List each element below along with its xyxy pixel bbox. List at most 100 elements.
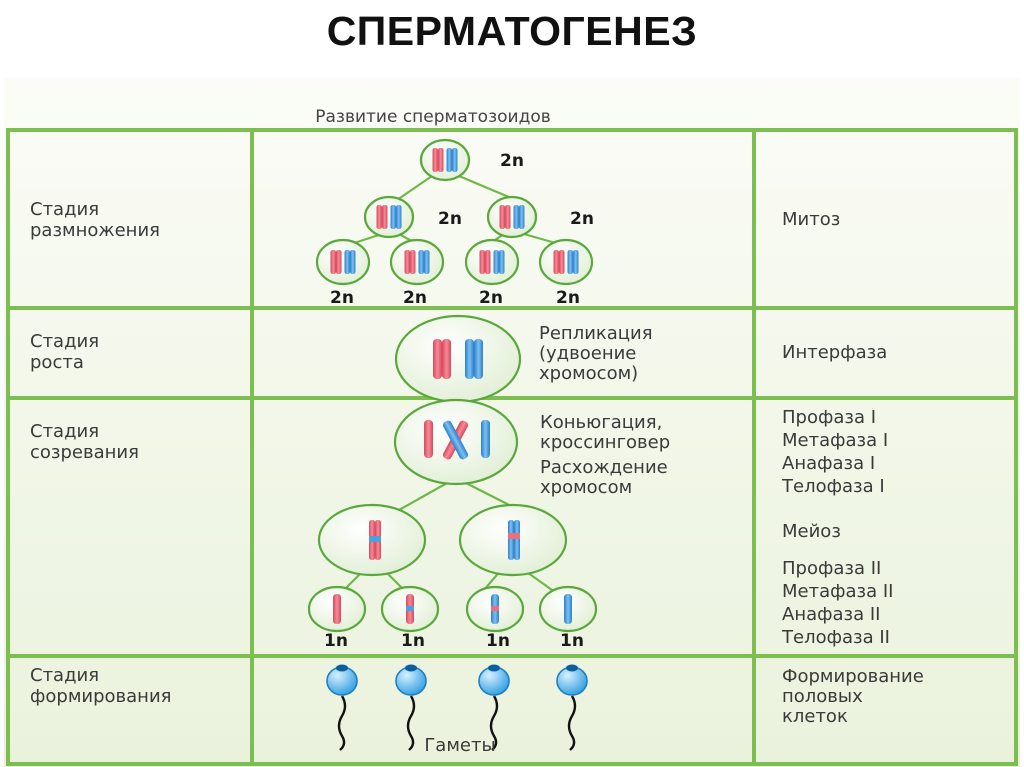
cell-spermatid-3-band bbox=[491, 606, 499, 611]
svg-text:2n: 2n bbox=[500, 151, 524, 171]
svg-text:1n: 1n bbox=[401, 631, 425, 651]
svg-text:2n: 2n bbox=[438, 209, 462, 229]
svg-text:Телофаза II: Телофаза II bbox=[781, 627, 890, 648]
svg-text:Стадия: Стадия bbox=[30, 331, 99, 352]
cell-gonium-4-chrom-red-b bbox=[559, 250, 565, 274]
cell-spermatogonium-chrom-red-a bbox=[432, 148, 438, 172]
gamete-sperm-3-acrosome bbox=[488, 664, 500, 672]
svg-text:клеток: клеток bbox=[782, 706, 848, 727]
svg-text:Профаза II: Профаза II bbox=[782, 558, 881, 579]
cell-mitosis-right-chrom-red-b bbox=[505, 205, 511, 229]
gamete-sperm-1-tail bbox=[337, 695, 347, 751]
svg-text:размножения: размножения bbox=[30, 220, 160, 241]
diagram-panel: Развитие сперматозоидов Стадия размножен… bbox=[4, 78, 1020, 767]
cell-secondary-right-crossover bbox=[508, 533, 520, 539]
svg-text:созревания: созревания bbox=[30, 442, 139, 463]
cell-spermatogonium-chrom-red-b bbox=[438, 148, 444, 172]
phase-formation: Формирование половых клеток bbox=[782, 666, 924, 727]
svg-text:Формирование: Формирование bbox=[782, 666, 924, 687]
gamete-sperm-2-acrosome bbox=[405, 664, 417, 672]
cell-secondary-right-chrom-a bbox=[508, 520, 514, 560]
gamete-sperm-3-tail bbox=[489, 695, 499, 751]
phases-meiosis-2: Профаза II Метафаза II Анафаза II Телофа… bbox=[781, 558, 893, 648]
cell-gonium-4-chrom-blue-a bbox=[567, 250, 573, 274]
note-divergence: Расхождение хромосом bbox=[540, 457, 668, 498]
cell-mitosis-right-chrom-blue-a bbox=[513, 205, 519, 229]
stage-label-maturation: Стадия созревания bbox=[30, 421, 139, 463]
svg-text:Метафаза II: Метафаза II bbox=[782, 581, 893, 602]
svg-text:2n: 2n bbox=[556, 288, 580, 308]
cell-gonium-4-chrom-red-a bbox=[553, 250, 559, 274]
cell-gonium-3-membrane bbox=[464, 238, 520, 286]
diagram-subtitle: Развитие сперматозоидов bbox=[315, 107, 551, 127]
svg-text:Метафаза I: Метафаза I bbox=[782, 430, 888, 451]
cell-gonium-3-chrom-blue-b bbox=[499, 250, 505, 274]
cell-gonium-2-chrom-red-a bbox=[404, 250, 410, 274]
cell-primary-spermatocyte-chrom-red-b bbox=[442, 339, 451, 379]
cell-mitosis-left-chrom-blue-a bbox=[390, 205, 396, 229]
svg-text:2n: 2n bbox=[570, 209, 594, 229]
note-replication: Репликация (удвоение хромосом) bbox=[539, 323, 653, 384]
cell-gonium-3-chrom-red-a bbox=[479, 250, 485, 274]
cell-gonium-4-membrane bbox=[538, 238, 594, 286]
table-grid bbox=[6, 128, 1018, 766]
cell-mitosis-right-chrom-blue-b bbox=[519, 205, 525, 229]
note-crossing-over: Коньюгация, кроссинговер bbox=[540, 412, 670, 453]
cell-mitosis-left-membrane bbox=[363, 195, 415, 239]
slide-title: СПЕРМАТОГЕНЕЗ bbox=[326, 8, 698, 54]
svg-text:2n: 2n bbox=[403, 288, 427, 308]
cell-gonium-2-membrane bbox=[389, 238, 445, 286]
svg-text:Стадия: Стадия bbox=[30, 199, 99, 220]
phase-interphase: Интерфаза bbox=[782, 342, 887, 363]
gamete-sperm-2-tail bbox=[406, 695, 416, 751]
svg-text:Телофаза I: Телофаза I bbox=[781, 476, 885, 497]
svg-text:формирования: формирования bbox=[30, 686, 171, 707]
cell-primary-spermatocyte-chrom-red-a bbox=[433, 339, 442, 379]
svg-text:Расхождение: Расхождение bbox=[540, 457, 668, 478]
cell-primary-spermatocyte-chrom-blue-b bbox=[474, 339, 483, 379]
gamete-sperm-4-tail bbox=[567, 695, 577, 751]
cell-gonium-2-chrom-blue-b bbox=[424, 250, 430, 274]
cell-gonium-3-chrom-red-b bbox=[485, 250, 491, 274]
cell-mitosis-left-chrom-red-b bbox=[382, 205, 388, 229]
cell-spermatogonium-membrane bbox=[419, 138, 471, 182]
cell-conjugation-chrom-blue bbox=[481, 420, 490, 458]
svg-text:хромосом: хромосом bbox=[540, 477, 632, 498]
svg-text:Анафаза II: Анафаза II bbox=[782, 604, 880, 625]
cell-secondary-left-crossover bbox=[369, 536, 381, 542]
cell-spermatogonium-chrom-blue-b bbox=[452, 148, 458, 172]
cell-primary-spermatocyte-chrom-blue-a bbox=[465, 339, 474, 379]
cell-gonium-1-chrom-blue-a bbox=[344, 250, 350, 274]
cells-layer bbox=[307, 138, 598, 751]
cell-gonium-3-chrom-blue-a bbox=[493, 250, 499, 274]
phases-meiosis-1: Профаза I Метафаза I Анафаза I Телофаза … bbox=[781, 407, 888, 497]
stage-label-reproduction: Стадия размножения bbox=[30, 199, 160, 241]
cell-secondary-right-chrom-b bbox=[514, 520, 520, 560]
svg-text:2n: 2n bbox=[479, 288, 503, 308]
svg-text:Стадия: Стадия bbox=[30, 421, 99, 442]
svg-text:Коньюгация,: Коньюгация, bbox=[540, 412, 662, 433]
svg-text:половых: половых bbox=[782, 686, 863, 707]
cell-spermatid-1-chrom bbox=[333, 594, 341, 624]
svg-text:хромосом): хромосом) bbox=[539, 363, 638, 384]
cell-gonium-1-membrane bbox=[315, 238, 371, 286]
svg-text:кроссинговер: кроссинговер bbox=[540, 432, 670, 453]
cell-gonium-2-chrom-red-b bbox=[410, 250, 416, 274]
svg-text:1n: 1n bbox=[324, 631, 348, 651]
stage-label-formation: Стадия формирования bbox=[30, 665, 171, 707]
svg-text:1n: 1n bbox=[486, 631, 510, 651]
cell-spermatid-2-band bbox=[406, 606, 414, 611]
cell-conjugation-chrom-red bbox=[424, 420, 433, 458]
gamete-sperm-1-acrosome bbox=[336, 664, 348, 672]
svg-text:Стадия: Стадия bbox=[30, 665, 99, 686]
cell-gonium-1-chrom-red-a bbox=[330, 250, 336, 274]
cell-gonium-2-chrom-blue-a bbox=[418, 250, 424, 274]
stage-label-growth: Стадия роста bbox=[30, 331, 99, 373]
cell-mitosis-right-chrom-red-a bbox=[499, 205, 505, 229]
svg-text:роста: роста bbox=[30, 352, 84, 373]
svg-text:2n: 2n bbox=[330, 288, 354, 308]
cell-mitosis-left-chrom-blue-b bbox=[396, 205, 402, 229]
svg-text:(удвоение: (удвоение bbox=[539, 343, 636, 364]
cell-conjugation-chrom-cross-blue bbox=[442, 420, 469, 460]
cell-spermatid-4-chrom bbox=[564, 594, 572, 624]
